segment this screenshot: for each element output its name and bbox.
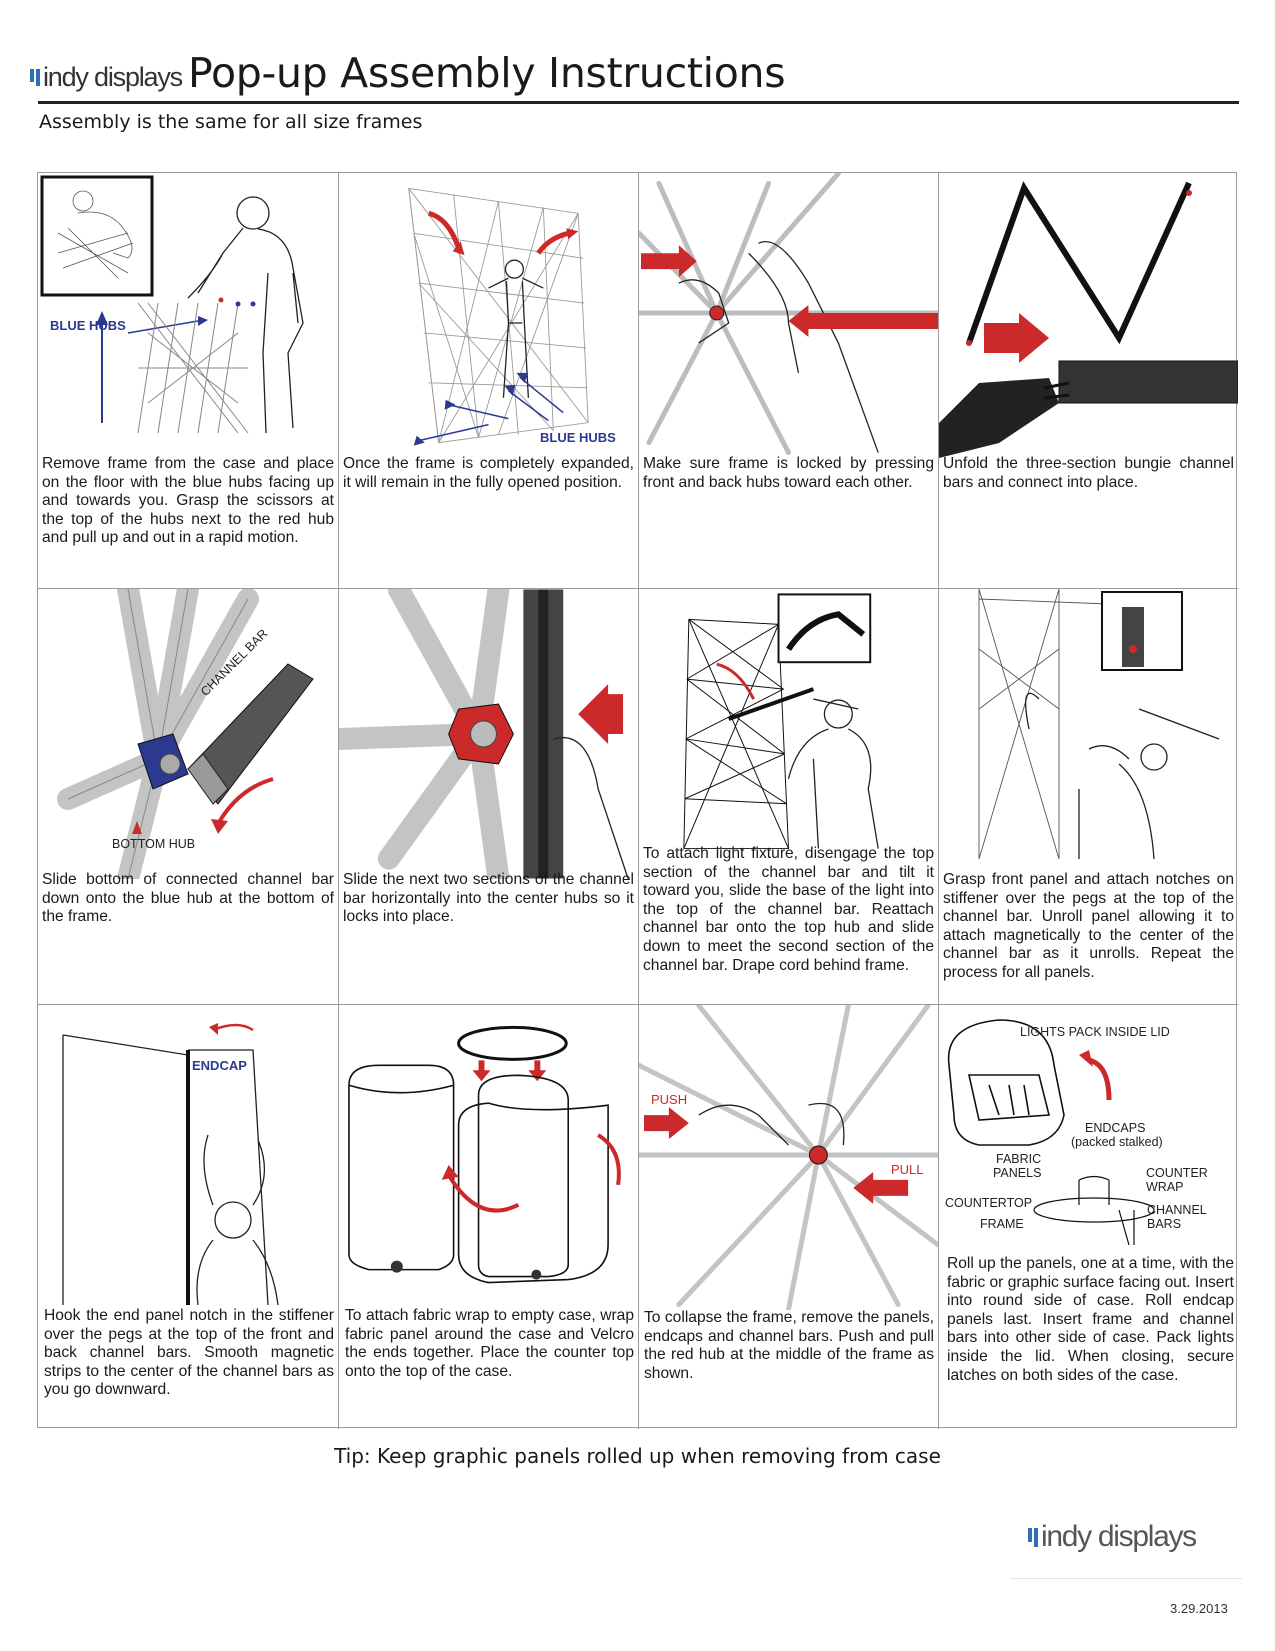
callout-push: PUSH [651,1092,688,1107]
tip-text: Tip: Keep graphic panels rolled up when … [334,1444,941,1468]
step-2-text: Once the frame is completely expanded, i… [343,455,634,491]
callout-counter: COUNTER [1146,1166,1208,1180]
logo-text: indy displays [43,62,183,92]
callout-countertop: COUNTERTOP [945,1196,1033,1210]
footer-logo-text: indy displays [1041,1520,1197,1553]
step-8: Grasp front panel and attach notches on … [939,589,1238,1005]
step-12-text: Roll up the panels, one at a time, with … [947,1255,1234,1384]
step-3-illustration [639,173,938,456]
step-10: To attach fabric wrap to empty case, wra… [339,1005,639,1429]
step-5-illustration [57,589,314,879]
step-1-text: Remove frame from the case and place on … [42,455,334,547]
callout-endcap: ENDCAP [192,1058,247,1073]
step-4-text: Unfold the three-section bungie channel … [943,455,1234,491]
step-6-illustration [339,589,629,879]
instruction-grid: BLUE HUBS Remove frame from the case and… [37,172,1238,1429]
step-2-illustration [408,187,589,446]
callout-blue-hubs: BLUE HUBS [50,318,126,333]
callout-frame: FRAME [980,1217,1024,1231]
callout-wrap: WRAP [1146,1180,1184,1194]
callout-channel: CHANNEL [1147,1203,1207,1217]
step-6: Slide the next two sections of the chann… [339,589,639,1005]
callout-bottom-hub: BOTTOM HUB [112,837,196,851]
step-3-text: Make sure frame is locked by pressing fr… [643,455,934,491]
page-title: Pop-up Assembly Instructions [188,49,786,97]
step-4-illustration [939,181,1238,458]
page-header: indy displays Pop-up Assembly Instructio… [30,49,1240,104]
step-5: CHANNEL BAR BOTTOM HUB Slide bottom of c… [38,589,339,1005]
title-rule [38,101,1239,104]
step-11-text: To collapse the frame, remove the panels… [644,1309,934,1382]
callout-packed-stalked: (packed stalked) [1071,1135,1163,1149]
step-11: PUSH PULL To collapse the frame, remove … [639,1005,939,1429]
step-10-text: To attach fabric wrap to empty case, wra… [345,1307,634,1380]
step-9-text: Hook the end panel notch in the stiffene… [44,1307,334,1399]
step-4: Unfold the three-section bungie channel … [939,173,1238,589]
step-7: To attach light fixture, disengage the t… [639,589,939,1005]
callout-fabric: FABRIC [996,1152,1042,1166]
step-7-illustration [683,593,879,849]
logo-bars-icon [30,69,40,86]
page-subtitle: Assembly is the same for all size frames [39,111,423,133]
step-2: BLUE HUBS Once the frame is completely e… [339,173,639,589]
document-date: 3.29.2013 [1170,1601,1228,1616]
step-6-text: Slide the next two sections of the chann… [343,871,634,926]
callout-lights-pack: LIGHTS PACK INSIDE LID [1020,1025,1170,1039]
step-12-illustration [947,1019,1155,1246]
step-1-illustration [40,175,304,434]
step-10-illustration [348,1025,621,1284]
callout-panels: PANELS [993,1166,1042,1180]
callout-blue-hubs-2: BLUE HUBS [540,430,616,445]
step-8-text: Grasp front panel and attach notches on … [943,871,1234,981]
footer-logo: indy displays [1028,1520,1197,1553]
step-8-illustration [978,589,1220,859]
step-12: LIGHTS PACK INSIDE LID ENDCAPS (packed s… [939,1005,1238,1429]
step-3: Make sure frame is locked by pressing fr… [639,173,939,589]
callout-bars: BARS [1147,1217,1182,1231]
step-11-illustration [639,1005,938,1310]
indy-displays-logo: indy displays [30,62,183,92]
step-5-text: Slide bottom of connected channel bar do… [42,871,334,926]
footer-divider [1010,1578,1242,1579]
callout-pull: PULL [891,1162,924,1177]
step-9: ENDCAP Hook the end panel notch in the s… [38,1005,339,1429]
step-7-text: To attach light fixture, disengage the t… [643,845,934,974]
step-9-illustration [62,1023,279,1305]
callout-endcaps: ENDCAPS [1085,1121,1146,1135]
footer-logo-bars-icon [1028,1528,1038,1547]
step-1: BLUE HUBS Remove frame from the case and… [38,173,339,589]
